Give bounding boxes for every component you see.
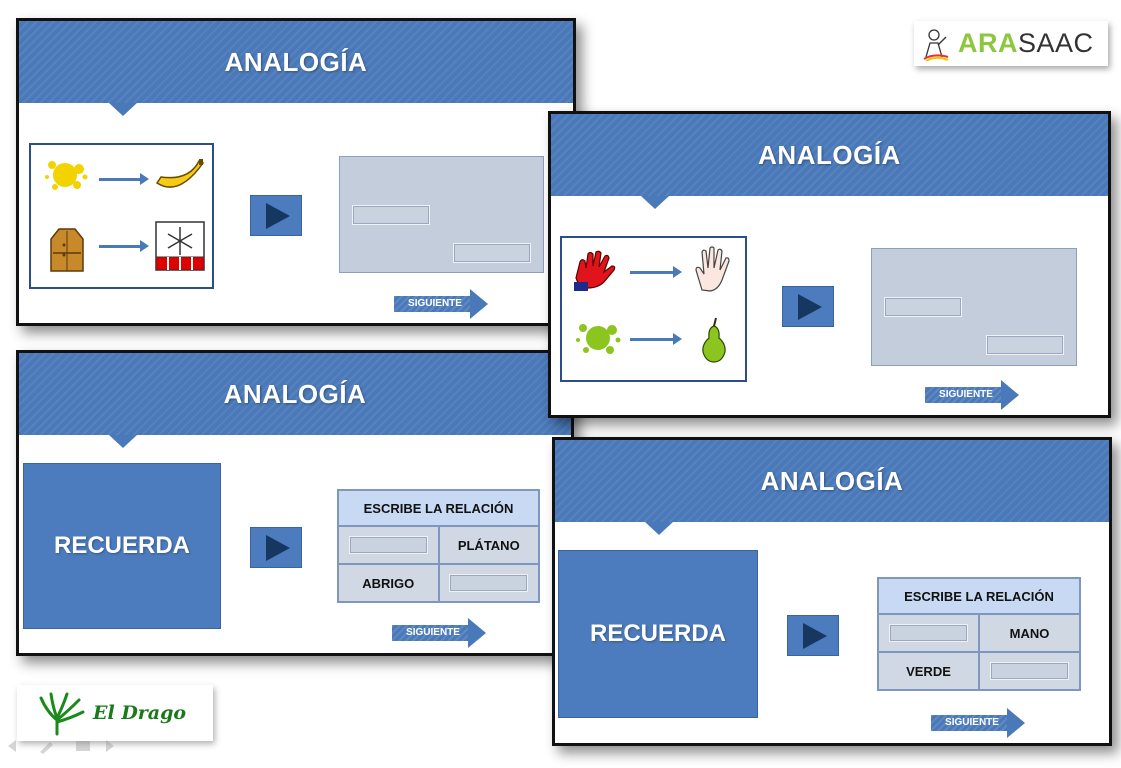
recuerda-button[interactable]: RECUERDA — [558, 550, 758, 718]
hand-icon — [695, 246, 730, 292]
previous-icon — [8, 740, 16, 752]
next-button-label: SIGUIENTE — [408, 298, 462, 309]
next-button-label: SIGUIENTE — [945, 717, 999, 728]
yellow-paint-splash-icon — [45, 161, 88, 190]
next-button[interactable]: SIGUIENTE — [931, 708, 1027, 738]
analogy-picture-box — [560, 236, 747, 382]
dragon-tree-icon — [39, 692, 85, 736]
menu-icon — [76, 741, 90, 751]
slide-title: ANALOGÍA — [760, 466, 904, 496]
answer-input-bottom[interactable] — [453, 243, 531, 263]
relation-word: MANO — [978, 613, 1081, 653]
play-button[interactable] — [787, 615, 839, 656]
slide-2: ANALOGÍA SIGUIENTE — [548, 111, 1111, 418]
relation-input-1[interactable] — [348, 536, 428, 554]
slide-banner — [551, 114, 1108, 209]
banana-icon — [155, 159, 204, 188]
relation-word: PLÁTANO — [437, 525, 540, 565]
pear-icon — [702, 317, 726, 363]
green-paint-splash-icon — [576, 324, 621, 354]
play-button[interactable] — [250, 527, 302, 568]
red-glove-icon — [574, 250, 616, 291]
next-button-label: SIGUIENTE — [406, 627, 460, 638]
answer-input-top[interactable] — [884, 297, 962, 317]
relation-arrow — [630, 266, 682, 278]
relation-arrow — [99, 173, 149, 185]
slide-title: ANALOGÍA — [223, 379, 367, 409]
next-icon — [106, 740, 114, 752]
slide-4: ANALOGÍA RECUERDA ESCRIBE LA RELACIÓN MA… — [552, 437, 1112, 746]
slide-3: ANALOGÍA RECUERDA ESCRIBE LA RELACIÓN PL… — [16, 350, 574, 656]
relation-word: ABRIGO — [337, 563, 440, 603]
coat-icon — [50, 228, 84, 272]
slide-banner — [555, 440, 1109, 535]
relation-arrow — [630, 333, 682, 345]
analogy-picture-box — [29, 143, 214, 289]
el-drago-logo-text: El Drago — [93, 702, 187, 724]
next-button[interactable]: SIGUIENTE — [925, 380, 1021, 410]
relation-input-2[interactable] — [449, 574, 529, 592]
slide-banner — [19, 21, 573, 116]
answer-input-bottom[interactable] — [986, 335, 1064, 355]
relation-arrow — [99, 240, 149, 252]
next-button-label: SIGUIENTE — [939, 389, 993, 400]
relation-table-header: ESCRIBE LA RELACIÓN — [337, 489, 540, 527]
slide-title: ANALOGÍA — [224, 47, 368, 77]
relation-word: VERDE — [877, 651, 980, 691]
slide-1: ANALOGÍA — [16, 18, 576, 326]
el-drago-logo: El Drago — [17, 685, 213, 741]
play-button[interactable] — [250, 195, 302, 236]
recuerda-button[interactable]: RECUERDA — [23, 463, 221, 629]
snowflake-winter-icon — [155, 221, 205, 271]
next-button[interactable]: SIGUIENTE — [394, 289, 490, 319]
arasaac-logo-text: ARASAAC — [958, 28, 1094, 58]
relation-input-2[interactable] — [989, 662, 1070, 680]
slide-title: ANALOGÍA — [758, 140, 901, 170]
relation-table: ESCRIBE LA RELACIÓN PLÁTANO ABRIGO — [337, 489, 540, 603]
play-button[interactable] — [782, 286, 834, 327]
slideshow-nav-controls[interactable] — [6, 738, 116, 754]
arasaac-logo: ARASAAC — [914, 21, 1108, 66]
answer-box — [339, 156, 544, 273]
relation-table: ESCRIBE LA RELACIÓN MANO VERDE — [877, 577, 1081, 691]
arasaac-figure-icon — [923, 28, 949, 61]
answer-input-top[interactable] — [352, 205, 430, 225]
answer-box — [871, 248, 1077, 366]
next-button[interactable]: SIGUIENTE — [392, 618, 488, 648]
relation-table-header: ESCRIBE LA RELACIÓN — [877, 577, 1081, 615]
relation-input-1[interactable] — [888, 624, 969, 642]
slide-banner — [19, 353, 571, 448]
pen-icon — [40, 742, 53, 754]
